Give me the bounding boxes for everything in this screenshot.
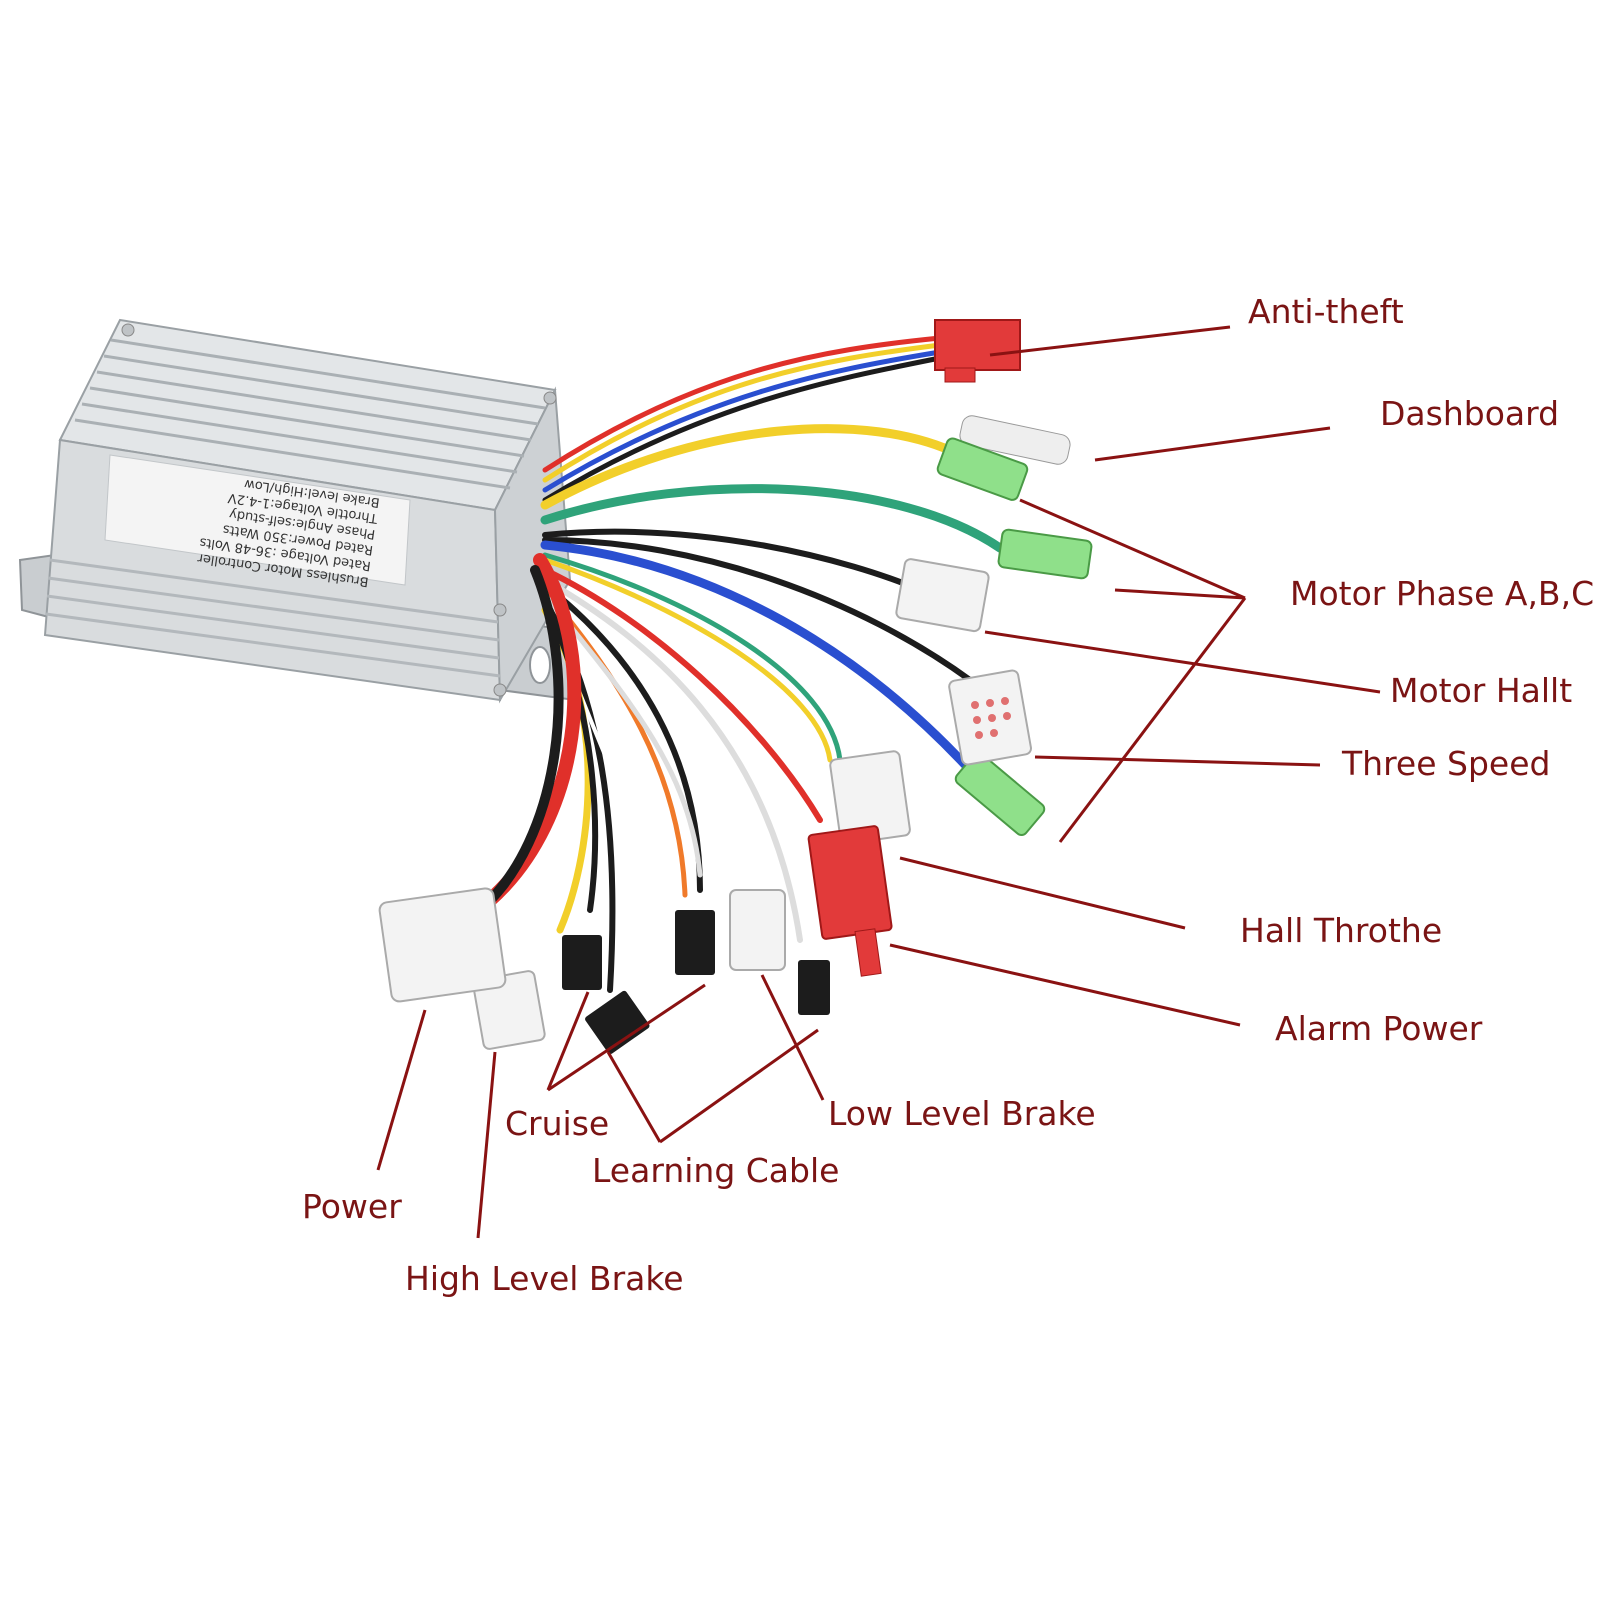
label-motor-hall: Motor Hallt [1390, 671, 1572, 710]
dashboard-connector [959, 415, 1071, 465]
leader-phase-b [1114, 588, 1246, 600]
label-dashboard: Dashboard [1380, 394, 1559, 433]
learning-connector-black [585, 990, 650, 1055]
motor-hall-connector [895, 558, 990, 633]
phase-connector-b [997, 528, 1093, 580]
label-motor-phase: Motor Phase A,B,C [1290, 574, 1594, 613]
leader-low-level-brake [760, 974, 825, 1101]
leader-dashboard [1094, 426, 1331, 462]
label-power: Power [302, 1187, 402, 1226]
nameplate: Brushless Motor Controller Rated Voltage… [196, 476, 381, 589]
leader-power [376, 1009, 427, 1171]
label-three-speed: Three Speed [1341, 744, 1550, 783]
leader-anti-theft [989, 325, 1231, 357]
label-cruise: Cruise [505, 1104, 609, 1143]
learning-cable-connector [729, 889, 786, 971]
leader-learning-b [606, 1051, 662, 1143]
label-high-level-brake: High Level Brake [405, 1259, 684, 1298]
label-learning-cable: Learning Cable [592, 1151, 839, 1190]
leader-cruise-a [546, 991, 590, 1091]
leader-phase-c [1058, 597, 1247, 843]
low-level-brake-connector [798, 960, 830, 1015]
phase-connector-a [936, 437, 1029, 501]
leader-lines [376, 325, 1381, 1239]
alarm-power-connector [807, 825, 893, 940]
leader-alarm-power [889, 943, 1241, 1027]
leader-three-speed [1034, 755, 1321, 767]
connectors [378, 319, 1093, 1055]
label-alarm-power: Alarm Power [1275, 1009, 1483, 1048]
leader-cruise-b [547, 983, 706, 1092]
anti-theft-connector [934, 319, 1021, 371]
leader-high-level-brake [476, 1051, 497, 1239]
wire-bundle [475, 335, 1005, 993]
leader-learning-a [659, 1028, 819, 1144]
power-connector [378, 887, 507, 1003]
controller-housing: Brushless Motor Controller Rated Voltage… [18, 318, 577, 704]
cruise-connector-b [562, 935, 602, 990]
leader-motor-hall [984, 630, 1381, 694]
label-anti-theft: Anti-theft [1248, 292, 1404, 331]
leader-hall-throttle [899, 856, 1186, 930]
leader-phase-a [1019, 498, 1246, 600]
cruise-connector-a [675, 910, 715, 975]
label-low-level-brake: Low Level Brake [828, 1094, 1096, 1133]
label-hall-throttle: Hall Throthe [1240, 911, 1442, 950]
labels: Anti-theft Dashboard Motor Phase A,B,C M… [302, 292, 1594, 1298]
